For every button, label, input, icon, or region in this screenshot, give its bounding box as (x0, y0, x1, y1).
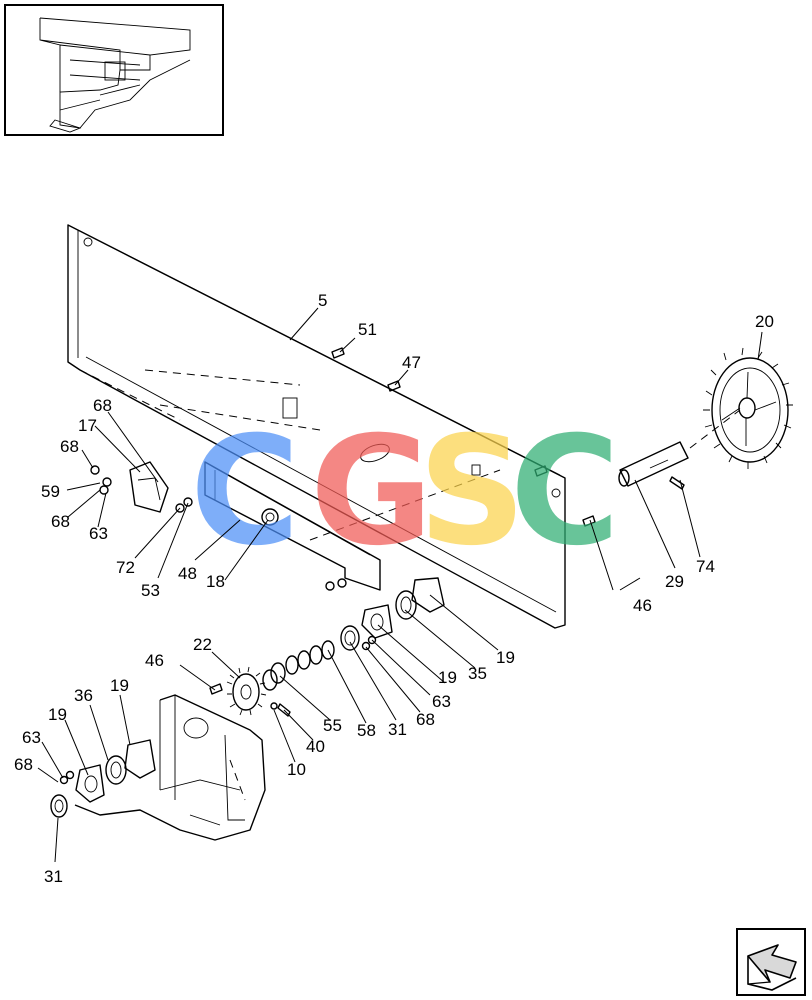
callout-46: 46 (633, 596, 652, 615)
callout-19: 19 (438, 668, 457, 687)
thumbnail-view (4, 4, 224, 136)
watermark-letter: C (510, 405, 620, 579)
large-sprocket (703, 347, 793, 469)
callout-35: 35 (468, 664, 487, 683)
spacer-washers (262, 640, 335, 717)
callout-46: 46 (145, 651, 164, 670)
callout-10: 10 (287, 760, 306, 779)
bearing-assembly-upper (340, 577, 445, 651)
leader-lines (37, 307, 763, 863)
fasteners (59, 347, 596, 785)
callout-51: 51 (358, 320, 377, 339)
callout-40: 40 (306, 737, 325, 756)
callout-59: 59 (41, 482, 60, 501)
callout-55: 55 (323, 716, 342, 735)
callout-68: 68 (60, 437, 79, 456)
next-page-arrow-icon[interactable] (736, 928, 806, 996)
callout-47: 47 (402, 353, 421, 372)
callout-74: 74 (696, 557, 715, 576)
callout-17: 17 (78, 416, 97, 435)
callout-53: 53 (141, 581, 160, 600)
callout-63: 63 (432, 692, 451, 711)
watermark-letter: G (310, 405, 433, 579)
callout-63: 63 (22, 728, 41, 747)
callout-72: 72 (116, 558, 135, 577)
callout-19: 19 (496, 648, 515, 667)
callout-68: 68 (51, 512, 70, 531)
callout-58: 58 (357, 721, 376, 740)
callout-48: 48 (178, 564, 197, 583)
bearing-assembly-lower (50, 739, 156, 818)
lower-frame (74, 694, 266, 841)
callout-19: 19 (48, 705, 67, 724)
watermark-letter: C (190, 405, 300, 579)
watermark: C G S C (190, 405, 620, 579)
callout-20: 20 (755, 312, 774, 331)
channel-bracket (204, 461, 381, 591)
shaft (618, 409, 741, 490)
callout-68: 68 (416, 710, 435, 729)
callout-labels: 5 51 47 20 68 17 68 59 68 63 72 53 48 18… (14, 291, 774, 886)
callout-22: 22 (193, 635, 212, 654)
callout-68: 68 (14, 755, 33, 774)
callout-31: 31 (388, 720, 407, 739)
watermark-letter: S (418, 405, 526, 579)
callout-29: 29 (665, 572, 684, 591)
callout-36: 36 (74, 686, 93, 705)
callout-19: 19 (110, 676, 129, 695)
callout-5: 5 (318, 291, 327, 310)
frame-panel (67, 224, 566, 629)
callout-63: 63 (89, 524, 108, 543)
callout-31: 31 (44, 867, 63, 886)
callout-18: 18 (206, 572, 225, 591)
callout-68: 68 (93, 396, 112, 415)
small-sprocket (226, 666, 267, 716)
